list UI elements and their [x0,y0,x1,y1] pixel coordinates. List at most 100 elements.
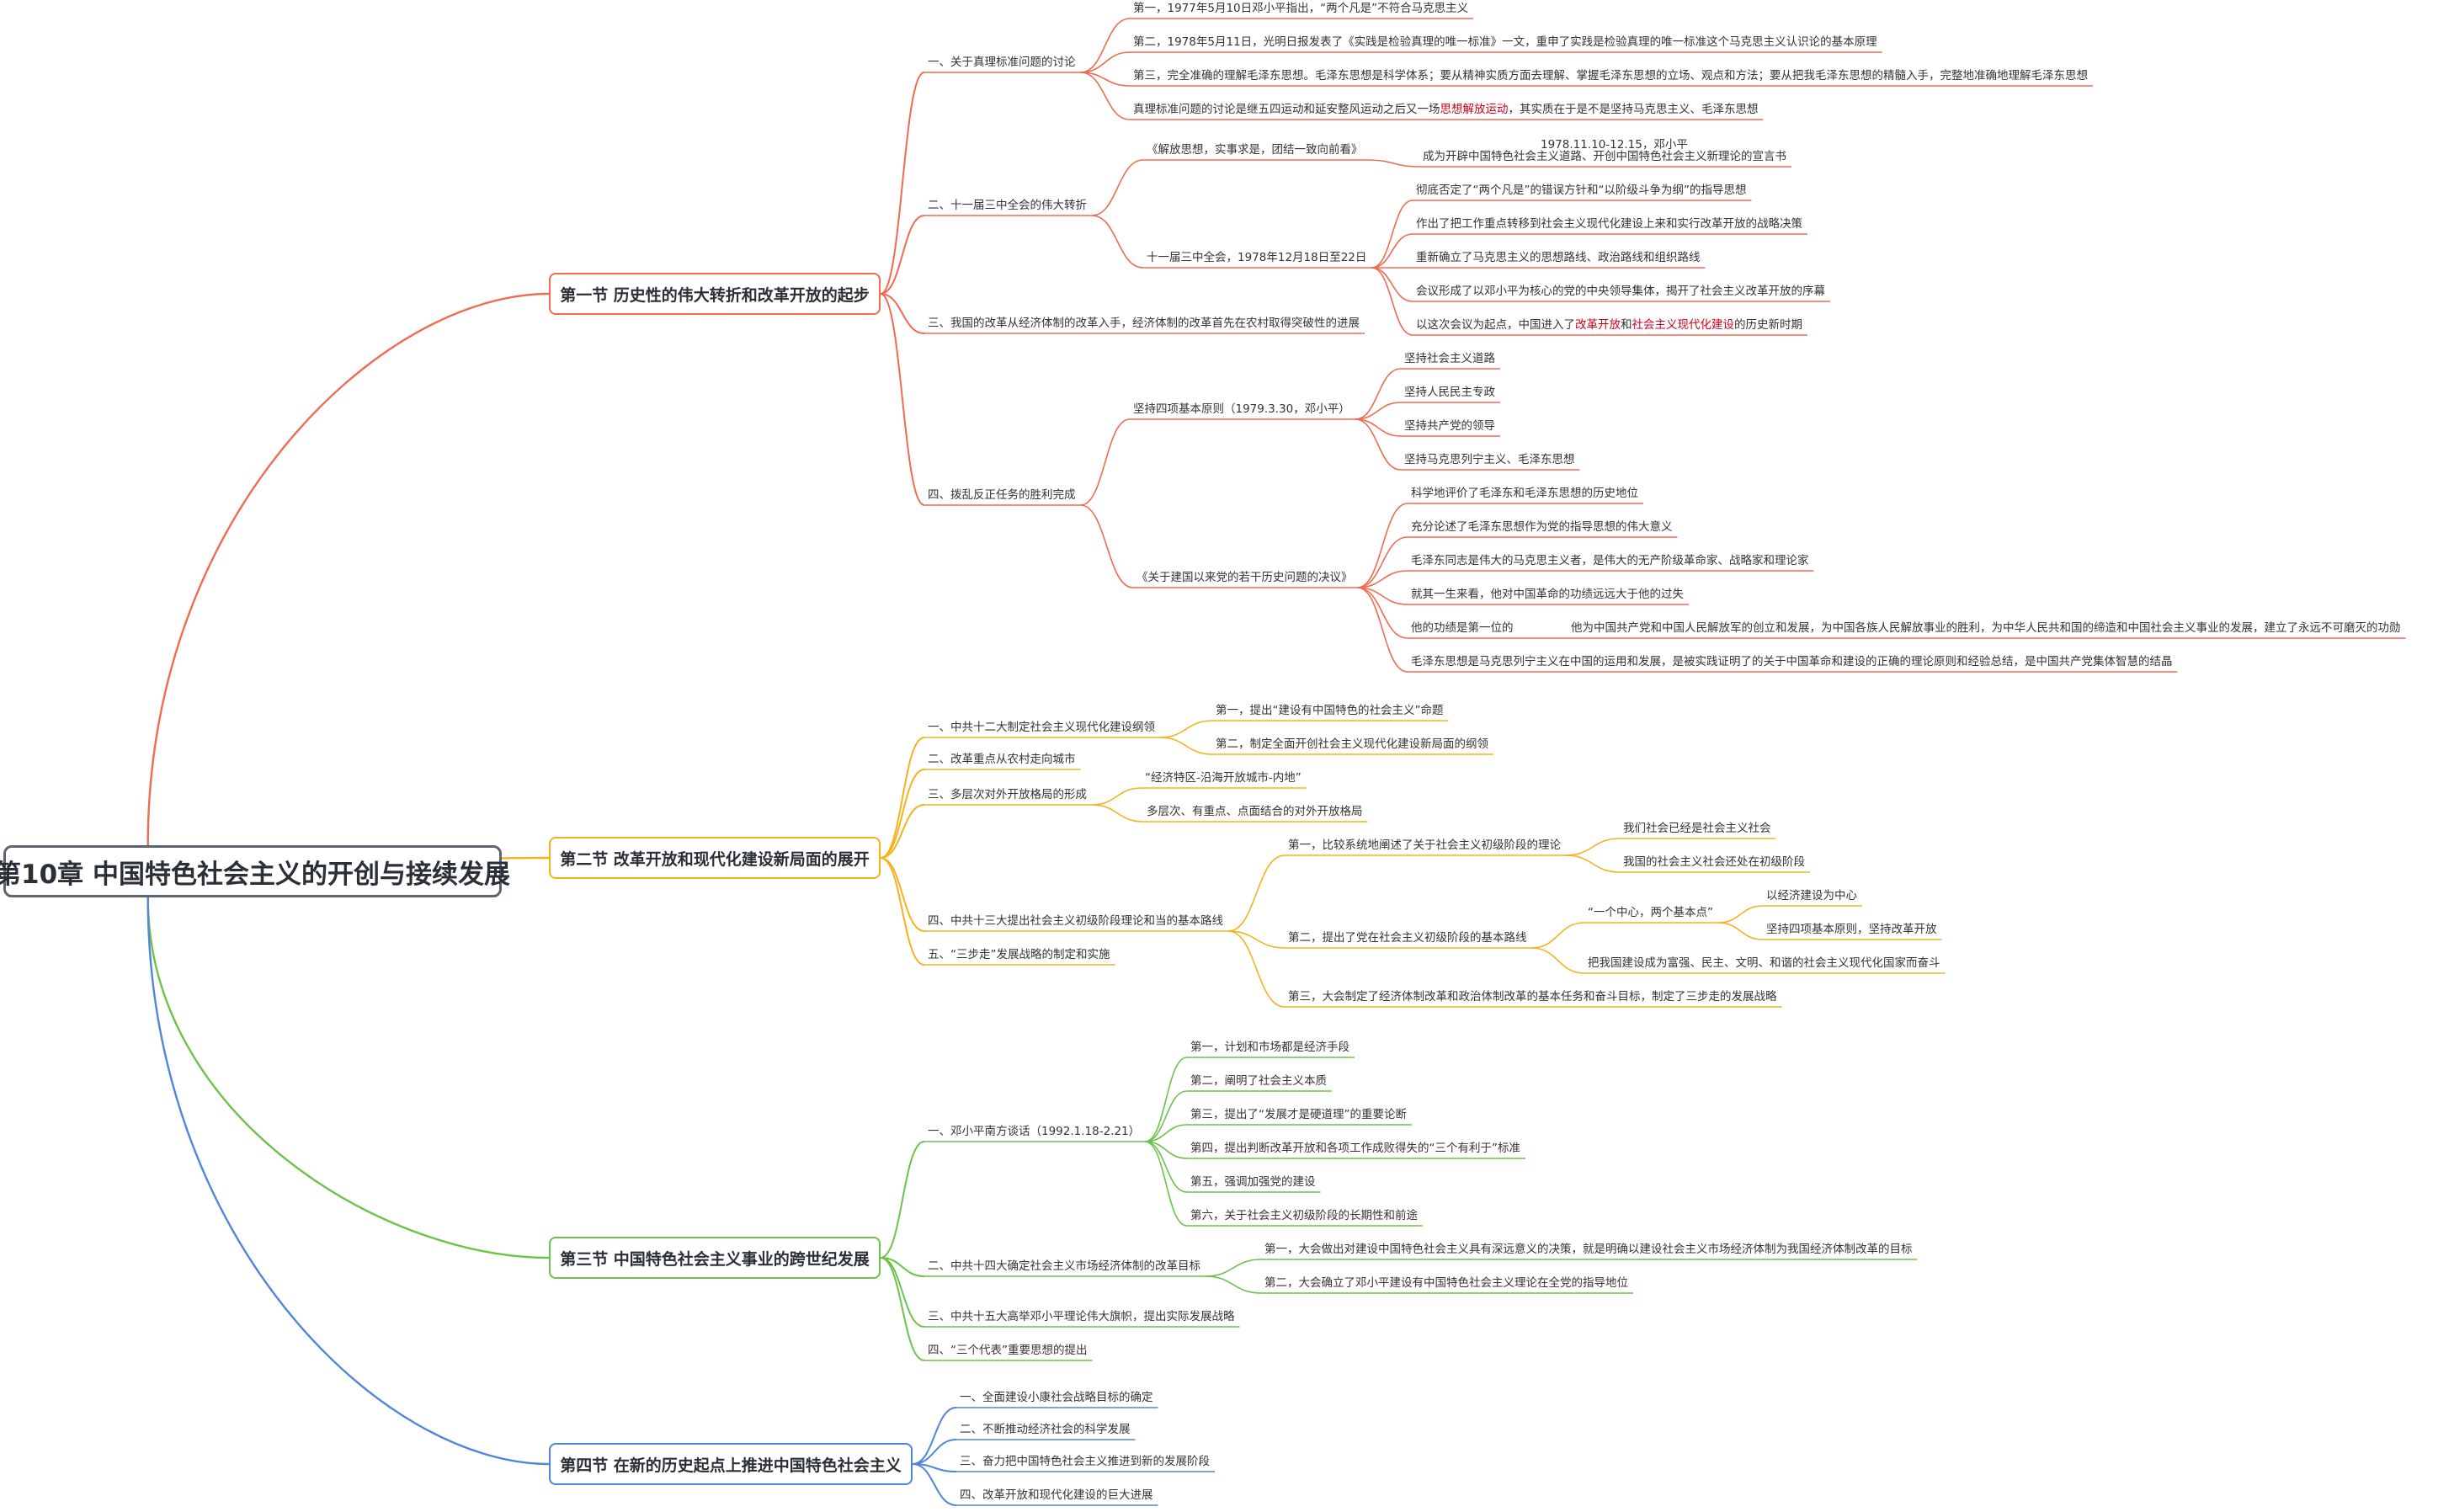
connector [1091,804,1144,823]
connector [880,769,925,859]
subtopic[interactable]: 坚持社会主义道路 [1404,352,1495,365]
topic-economic-reform[interactable]: 三、我国的改革从经济体制的改革入手，经济体制的改革首先在农村取得突破性的进展 [928,317,1360,330]
topic-15th-congress[interactable]: 三、中共十五大高举邓小平理论伟大旗帜，提出实际发展战略 [928,1310,1235,1323]
subtopic[interactable]: 充分论述了毛泽东思想作为党的指导思想的伟大意义 [1411,520,1673,534]
connector [1357,587,1408,639]
connector [1080,72,1131,120]
topic-third-plenum[interactable]: 二、十一届三中全会的伟大转折 [928,199,1087,212]
subtopic[interactable]: 第一，提出“建设有中国特色的社会主义”命题 [1216,704,1444,717]
connector [1145,1124,1188,1142]
connector [880,804,925,859]
subtopic[interactable]: 第二，阐明了社会主义本质 [1190,1074,1327,1088]
subtopic[interactable]: 第四，提出判断改革开放和各项工作成败得失的“三个有利于”标准 [1190,1142,1520,1155]
connector [1091,215,1144,269]
subtopic[interactable]: 第一，1977年5月10日邓小平指出，“两个凡是”不符合马克思主义 [1133,2,1469,15]
subtopic[interactable]: 科学地评价了毛泽东和毛泽东思想的历史地位 [1411,487,1638,500]
subtopic[interactable]: 第二，1978年5月11日，光明日报发表了《实践是检验真理的唯一标准》一文，重申… [1133,35,1877,49]
connector [1357,503,1408,588]
text-part: 的历史新时期 [1734,318,1802,332]
subtopic[interactable]: 我国的社会主义社会还处在初级阶段 [1623,855,1805,869]
subtopic[interactable]: 第一，大会做出对建设中国特色社会主义具有深远意义的决策，就是明确以建设社会主义市… [1264,1243,1913,1256]
connector [880,1257,925,1277]
connector [1227,854,1286,932]
topic-truth-criterion[interactable]: 一、关于真理标准问题的讨论 [928,56,1076,69]
subtopic[interactable]: 第二，大会确立了邓小平建设有中国特色社会主义理论在全党的指导地位 [1264,1276,1628,1290]
topic-three-steps[interactable]: 五、“三步走”发展战略的制定和实施 [928,948,1110,961]
subtopic[interactable]: 彻底否定了“两个凡是”的错误方针和“以阶级斗争为纲”的指导思想 [1416,184,1747,197]
topic-three-represents[interactable]: 四、“三个代表”重要思想的提出 [928,1344,1088,1357]
connector [1371,267,1413,302]
subtopic[interactable]: 毛泽东思想是马克思列宁主义在中国的运用和发展，是被实践证明了的关于中国革命和建设… [1411,655,2173,668]
subtopic[interactable]: 把我国建设成为富强、民主、文明、和谐的社会主义现代化国家而奋斗 [1588,956,1940,970]
connector [880,72,925,295]
subtopic[interactable]: 坚持四项基本原则（1979.3.30，邓小平） [1133,402,1350,416]
connector [1144,1057,1188,1142]
topic-12th-congress[interactable]: 一、中共十二大制定社会主义现代化建设纲领 [928,721,1155,734]
connector [1205,1259,1262,1277]
subtopic[interactable]: 以经济建设为中心 [1766,889,1857,902]
connector [880,857,925,932]
topic-southern-tour[interactable]: 一、邓小平南方谈话（1992.1.18-2.21） [928,1125,1141,1138]
subtopic[interactable]: 坚持共产党的领导 [1404,419,1495,433]
connector [1145,1141,1188,1193]
subtopic[interactable]: 他为中国共产党和中国人民解放军的创立和发展，为中国各族人民解放事业的胜利，为中华… [1571,621,2401,635]
subtopic[interactable]: 会议形成了以邓小平为核心的党的中央领导集体，揭开了社会主义改革开放的序幕 [1416,285,1825,298]
subtopic[interactable]: 真理标准问题的讨论是继五四运动和延安整风运动之后又一场思想解放运动，其实质在于是… [1133,102,1759,117]
connector [1080,504,1134,588]
subtopic[interactable]: 十一届三中全会，1978年12月18日至22日 [1147,251,1367,264]
subtopic[interactable]: 第六，关于社会主义初级阶段的长期性和前途 [1190,1209,1418,1222]
subtopic[interactable]: 他的功绩是第一位的 [1411,621,1514,635]
connector [1565,838,1621,856]
subtopic[interactable]: 毛泽东同志是伟大的马克思主义者，是伟大的无产阶级革命家、战略家和理论家 [1411,554,1809,567]
connector [146,897,550,1466]
topic-xiaokang[interactable]: 一、全面建设小康社会战略目标的确定 [960,1391,1153,1404]
section-2-topic[interactable]: 第二节 改革开放和现代化建设新局面的展开 [549,837,881,879]
topic-14th-congress[interactable]: 二、中共十四大确定社会主义市场经济体制的改革目标 [928,1259,1200,1273]
subtopic[interactable]: 《解放思想，实事求是，团结一致向前看》 [1147,143,1363,157]
subtopic[interactable]: 成为开辟中国特色社会主义道路、开创中国特色社会主义新理论的宣言书 [1423,150,1786,163]
connector [1355,368,1402,420]
connector [880,215,925,295]
subtopic[interactable]: 以这次会议为起点，中国进入了改革开放和社会主义现代化建设的历史新时期 [1416,317,1802,333]
subtopic[interactable]: 坚持人民民主专政 [1404,386,1495,399]
root-topic[interactable]: 第10章 中国特色社会主义的开创与接续发展 [0,845,510,897]
section-3-topic[interactable]: 第三节 中国特色社会主义事业的跨世纪发展 [549,1237,881,1279]
topic-13th-congress[interactable]: 四、中共十三大提出社会主义初级阶段理论和当的基本路线 [928,914,1223,928]
subtopic[interactable]: 重新确立了马克思主义的思想路线、政治路线和组织路线 [1416,251,1701,264]
subtopic[interactable]: 第三，提出了“发展才是硬道理”的重要论断 [1190,1108,1407,1121]
subtopic[interactable]: 多层次、有重点、点面结合的对外开放格局 [1147,805,1363,818]
topic-opening-up[interactable]: 三、多层次对外开放格局的形成 [928,788,1087,801]
connector [1531,947,1585,974]
connector [1717,905,1764,924]
topic-rectification[interactable]: 四、拨乱反正任务的胜利完成 [928,488,1076,502]
subtopic[interactable]: 第五，强调加强党的建设 [1190,1175,1316,1189]
subtopic[interactable]: “一个中心，两个基本点” [1588,906,1713,919]
subtopic[interactable]: 第一，计划和市场都是经济手段 [1190,1041,1349,1054]
connector [1227,930,1286,1008]
section-1-topic[interactable]: 第一节 历史性的伟大转折和改革开放的起步 [549,273,881,315]
topic-scientific-development[interactable]: 二、不断推动经济社会的科学发展 [960,1423,1131,1436]
subtopic[interactable]: 第二，提出了党在社会主义初级阶段的基本路线 [1288,931,1527,945]
subtopic[interactable]: 第三，完全准确的理解毛泽东思想。毛泽东思想是科学体系；要从精神实质方面去理解、掌… [1133,69,2088,83]
subtopic[interactable]: 坚持马克思列宁主义、毛泽东思想 [1404,453,1575,466]
connector [1565,854,1621,873]
topic-urban-reform[interactable]: 二、改革重点从农村走向城市 [928,753,1076,766]
subtopic[interactable]: 第三，大会制定了经济体制改革和政治体制改革的基本任务和奋斗目标，制定了三步走的发… [1288,990,1777,1004]
subtopic[interactable]: 作出了把工作重点转移到社会主义现代化建设上来和实行改革开放的战略决策 [1416,217,1802,231]
highlight-text: 改革开放 [1575,318,1621,332]
subtopic[interactable]: 我们社会已经是社会主义社会 [1623,822,1771,835]
subtopic[interactable]: 第二，制定全面开创社会主义现代化建设新局面的纲领 [1216,737,1488,751]
connector [1367,159,1420,168]
subtopic[interactable]: “经济特区-沿海开放城市-内地” [1145,771,1302,785]
connector [1205,1275,1262,1294]
section-4-topic[interactable]: 第四节 在新的历史起点上推进中国特色社会主义 [549,1443,913,1485]
subtopic[interactable]: 就其一生来看，他对中国革命的功绩远远大于他的过失 [1411,588,1684,601]
topic-great-progress[interactable]: 四、改革开放和现代化建设的巨大进展 [960,1488,1153,1502]
connector [146,292,550,846]
subtopic[interactable]: 第一，比较系统地阐述了关于社会主义初级阶段的理论 [1288,839,1561,852]
topic-new-stage[interactable]: 三、奋力把中国特色社会主义推进到新的发展阶段 [960,1455,1210,1468]
subtopic[interactable]: 坚持四项基本原则，坚持改革开放 [1766,923,1937,936]
subtopic[interactable]: 《关于建国以来党的若干历史问题的决议》 [1136,571,1353,584]
